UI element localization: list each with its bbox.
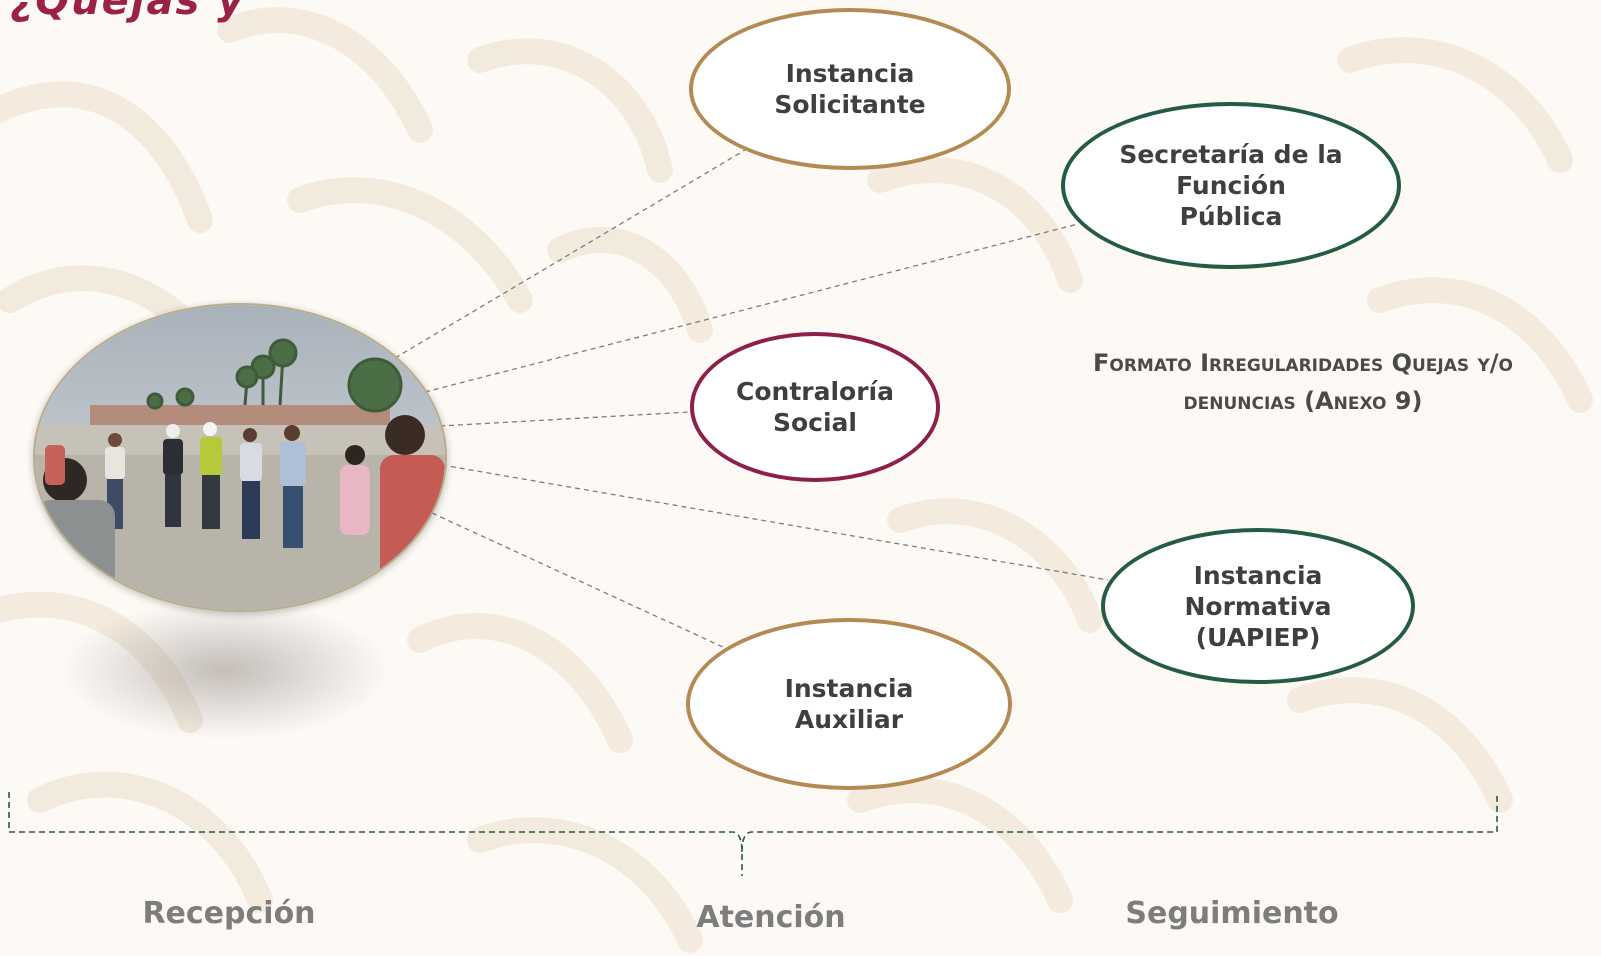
- node-instancia-solicitante: Instancia Solicitante: [689, 8, 1011, 170]
- connector-solicitante: [394, 149, 746, 359]
- node-contraloria-social: Contraloría Social: [690, 332, 940, 482]
- stage-recepcion-label: Recepción: [142, 896, 316, 931]
- connector-sfp: [424, 223, 1079, 393]
- node-label-instancia-normativa: Instancia Normativa (UAPIEP): [1184, 560, 1332, 652]
- phase-brace: [8, 792, 1498, 876]
- connector-normativa: [441, 464, 1109, 581]
- formato-anexo-9-caption: Formato Irregularidades Quejas y/o denun…: [1093, 349, 1513, 415]
- node-label-contraloria-social: Contraloría Social: [736, 377, 894, 437]
- node-instancia-normativa: Instancia Normativa (UAPIEP): [1101, 528, 1415, 684]
- connector-contraloria: [439, 411, 691, 427]
- node-secretaria-funcion-publica: Secretaría de la Función Pública: [1061, 102, 1401, 269]
- node-label-secretaria-funcion-publica: Secretaría de la Función Pública: [1119, 140, 1343, 231]
- page-title-fragment: ¿Quejas y: [10, 0, 246, 24]
- group-meeting-photo: [33, 303, 447, 612]
- node-label-instancia-auxiliar: Instancia Auxiliar: [784, 674, 914, 734]
- photo-shadow: [60, 600, 390, 740]
- node-label-instancia-solicitante: Instancia Solicitante: [774, 59, 926, 119]
- stage-atencion-label: Atención: [696, 900, 846, 935]
- node-instancia-auxiliar: Instancia Auxiliar: [686, 618, 1012, 790]
- stage-seguimiento-label: Seguimiento: [1125, 896, 1339, 931]
- connector-auxiliar: [431, 512, 726, 649]
